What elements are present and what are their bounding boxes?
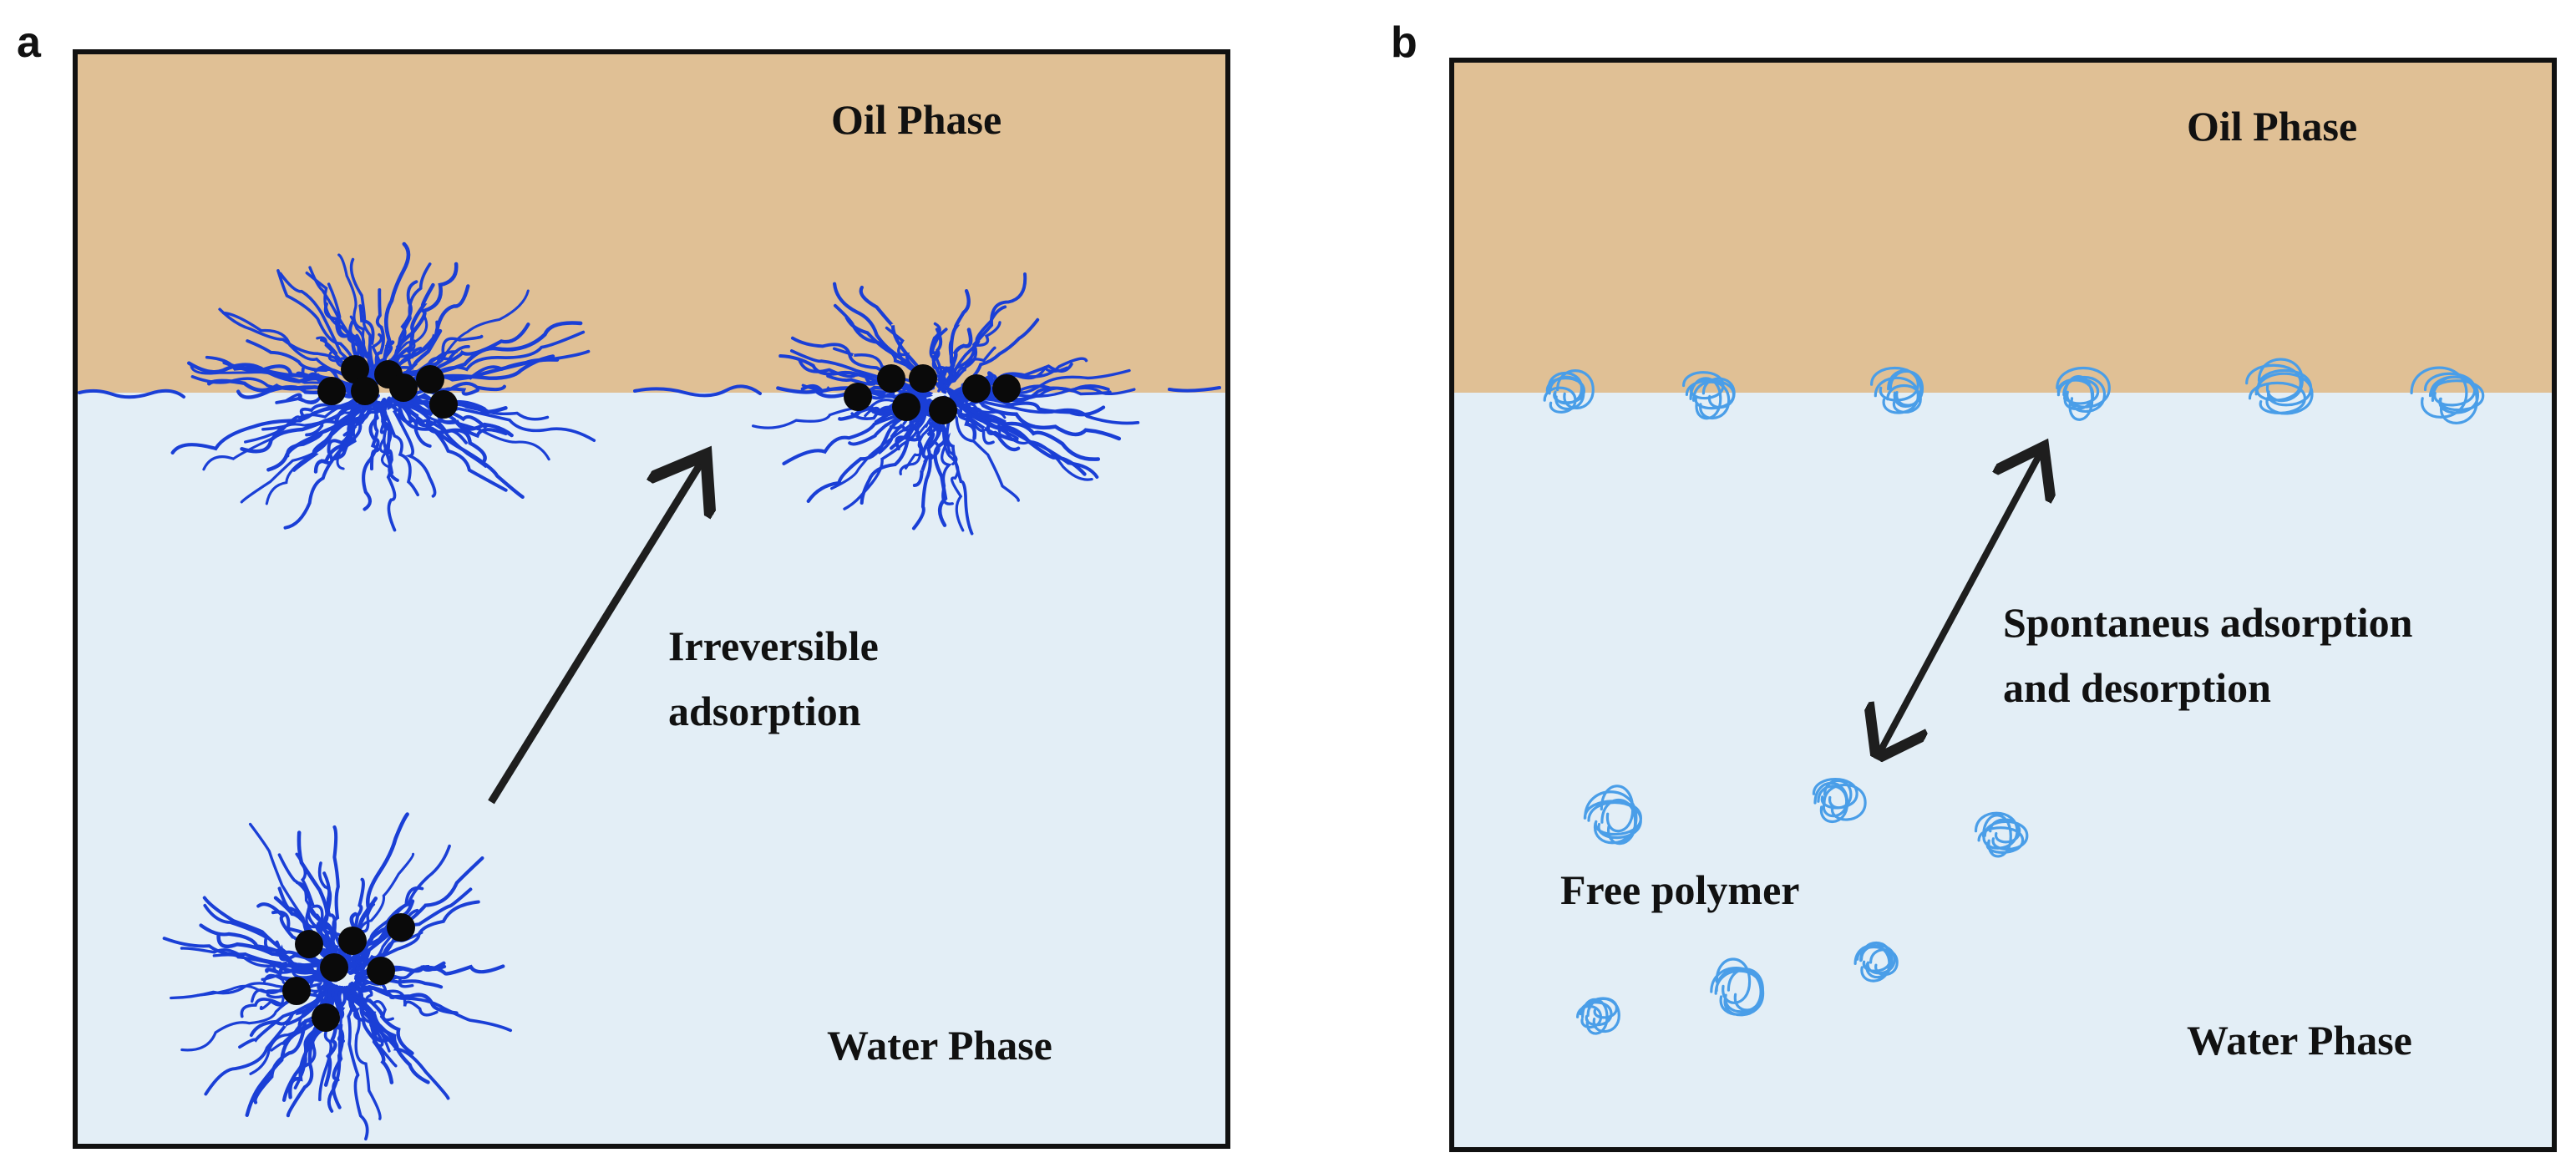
polymer-chain (389, 398, 488, 468)
polymer-chain (362, 400, 381, 511)
polymer-chain (222, 360, 368, 393)
panel-frame-a (73, 49, 1230, 1149)
polymer-chain (293, 984, 338, 1089)
polymer-chain (943, 272, 1027, 390)
polymer-coil (2410, 366, 2485, 424)
polymer-chain (383, 400, 437, 498)
water-phase-region-a (75, 393, 1228, 1146)
polymer-chain (393, 390, 550, 421)
adsorption-desorption-label-line1: Spontaneus adsorption (2003, 599, 2413, 646)
irreversible-adsorption-arrow (488, 458, 704, 805)
water-phase-label-a: Water Phase (827, 1022, 1052, 1069)
water-phase-label-b: Water Phase (2187, 1017, 2412, 1064)
polymer-coil (1812, 777, 1867, 824)
polymer-chain (378, 400, 419, 497)
nanoparticle-core (341, 355, 369, 383)
polymer-coil (2245, 358, 2314, 415)
polymer-chain (323, 985, 345, 1087)
polymer-chain (388, 398, 525, 500)
polymer-coil (1710, 957, 1765, 1017)
polymer-chain (170, 977, 329, 1000)
polymer-brush-particle-interface-right (752, 272, 1140, 536)
nanoparticle-core (416, 365, 444, 394)
free-polymer-coils (1576, 777, 2029, 1035)
adsorption-desorption-label-line2: and desorption (2003, 664, 2271, 711)
polymer-chain (180, 980, 331, 1052)
panel-letter-b: b (1391, 18, 1417, 67)
polymer-coil (1853, 941, 1899, 983)
polymer-chain (342, 986, 369, 1141)
polymer-chain (355, 978, 513, 1033)
polymer-chain (379, 401, 394, 475)
polymer-chain (951, 395, 1122, 441)
polymer-chain (355, 979, 439, 1017)
polymer-chain (392, 394, 550, 461)
nanoparticle-core (387, 913, 415, 942)
polymer-chain (317, 861, 344, 970)
panel-frame-b (1449, 58, 2557, 1152)
polymer-brush-particle-free (162, 812, 513, 1141)
polymer-coil (1576, 997, 1620, 1035)
nanoparticle-core (338, 927, 367, 955)
nanoparticle-core (367, 957, 395, 985)
polymer-chain (939, 328, 973, 389)
polymer-chain (911, 404, 941, 531)
polymer-brush-particle-interface-left (170, 241, 596, 532)
nanoparticle-core (892, 393, 920, 421)
nanoparticle-core (962, 374, 991, 403)
nanoparticle-core (429, 390, 458, 419)
polymer-chain (180, 947, 329, 978)
polymer-coil (1543, 369, 1595, 414)
polymer-coil (1974, 811, 2029, 858)
polymer-chain (929, 322, 943, 388)
panel-a: a Oil Phase Water Phase Irreversible ads… (17, 18, 1230, 1149)
oil-phase-region-b (1452, 60, 2554, 393)
nanoparticle-core (320, 953, 348, 982)
nanoparticle-core (317, 377, 346, 405)
polymer-chain (249, 983, 333, 1075)
irreversible-adsorption-label-line1: Irreversible (668, 622, 879, 669)
panel-letter-a: a (17, 18, 42, 67)
polymer-chain (948, 398, 1021, 452)
polymer-coil (2056, 366, 2111, 421)
oil-phase-label-a: Oil Phase (831, 96, 1001, 143)
nanoparticle-core (844, 383, 872, 411)
nanoparticle-core (295, 930, 323, 958)
adsorbed-polymer-coils (1543, 358, 2485, 424)
adsorption-desorption-arrow (1878, 449, 2042, 756)
nanoparticle-core (282, 977, 311, 1005)
free-polymer-label: Free polymer (1560, 866, 1799, 913)
polymer-chain (379, 401, 397, 532)
nanoparticle-core (312, 1003, 340, 1032)
nanoparticle-core (992, 374, 1021, 403)
polymer-chain (941, 346, 996, 394)
nanoparticle-core (351, 377, 379, 405)
interface-fringe-a (78, 384, 1221, 399)
polymer-coil (1870, 367, 1924, 414)
polymer-chain (295, 852, 339, 970)
polymer-chain (350, 983, 391, 1053)
irreversible-adsorption-label-line2: adsorption (668, 688, 861, 734)
nanoparticle-core (389, 373, 418, 402)
polymer-coil (1583, 785, 1643, 846)
polymer-chain (266, 398, 373, 472)
nanoparticle-core (929, 396, 957, 424)
polymer-chain (386, 396, 432, 448)
panel-b: b Oil Phase Water Phase Spontaneus adsor… (1391, 18, 2557, 1152)
oil-phase-label-b: Oil Phase (2187, 103, 2357, 150)
polymer-coil (1682, 371, 1736, 420)
polymer-chain (202, 397, 369, 471)
nanoparticle-core (909, 364, 937, 393)
nanoparticle-core (877, 364, 905, 393)
